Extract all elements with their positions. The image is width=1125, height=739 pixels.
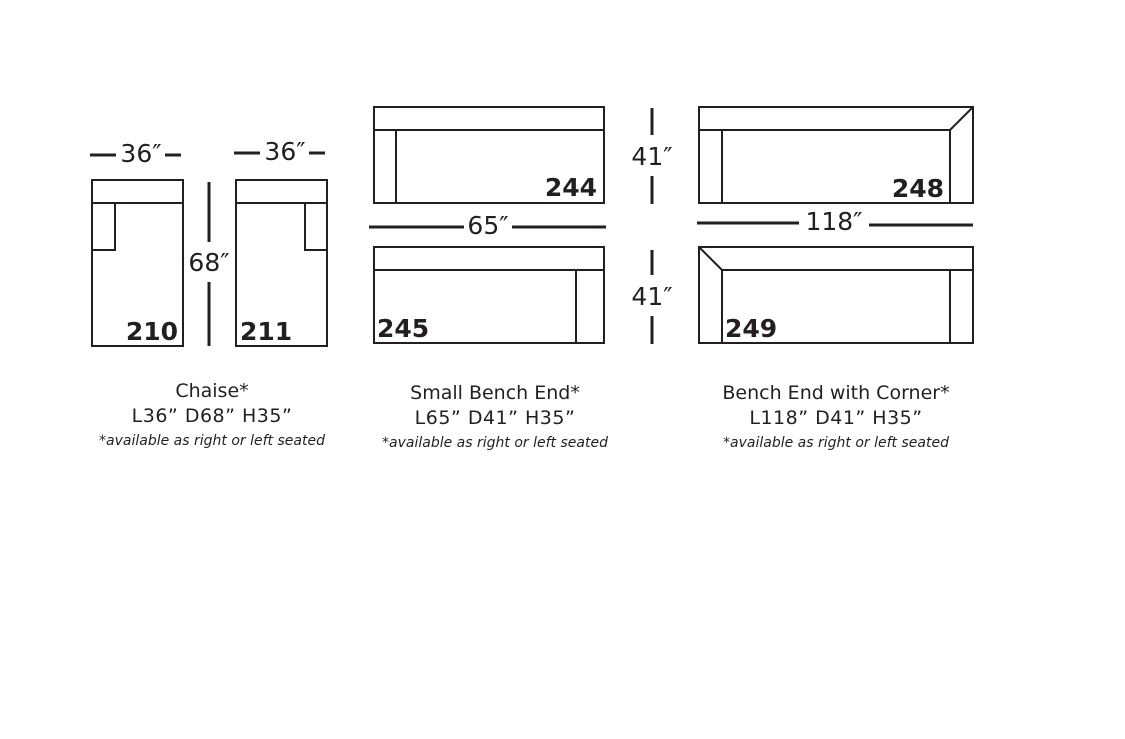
small-bench-caption: Small Bench End* L65” D41” H35” *availab… (335, 381, 655, 455)
chaise-210-piece (91, 179, 184, 347)
corner-bench-249-piece (698, 246, 974, 344)
corner-bench-dims: L118” D41” H35” (749, 407, 923, 429)
chaise-210-code: 210 (126, 317, 178, 346)
chaise-dims: L36” D68” H35” (131, 405, 293, 427)
small-bench-length-label: 65″ (467, 211, 508, 240)
small-bench-245-piece (373, 246, 605, 344)
small-bench-dims: L65” D41” H35” (414, 407, 576, 429)
small-bench-length-dimension: 65″ (369, 211, 606, 240)
chaise-211-code: 211 (240, 317, 292, 346)
corner-bench-249-code: 249 (725, 314, 777, 343)
chaise-caption: Chaise* L36” D68” H35” *available as rig… (52, 379, 372, 453)
chaise-note: *available as right or left seated (99, 433, 325, 449)
corner-bench-note: *available as right or left seated (723, 435, 949, 451)
small-bench-note: *available as right or left seated (382, 435, 608, 451)
small-bench-name: Small Bench End* (410, 382, 580, 404)
chaise-211-width-label: 36″ (264, 137, 305, 166)
corner-bench-length-label: 118″ (805, 207, 862, 236)
corner-bench-248-code: 248 (892, 174, 944, 203)
corner-bench-length-dimension: 118″ (697, 207, 973, 236)
corner-bench-name: Bench End with Corner* (722, 382, 950, 404)
small-bench-244-code: 244 (545, 173, 597, 202)
corner-bench-248-piece (698, 106, 974, 204)
chaise-depth-label: 68″ (188, 248, 229, 277)
depth-dimension-top: 41″ (631, 108, 673, 204)
chaise-210-width-label: 36″ (120, 139, 161, 168)
depth-dimension-bottom: 41″ (631, 250, 673, 344)
corner-bench-caption: Bench End with Corner* L118” D41” H35” *… (676, 381, 996, 455)
chaise-name: Chaise* (175, 380, 249, 402)
chaise-211-piece (235, 179, 328, 347)
chaise-211-width-dimension: 36″ (234, 137, 325, 166)
small-bench-245-code: 245 (377, 314, 429, 343)
chaise-210-width-dimension: 36″ (90, 139, 181, 168)
small-bench-244-piece (373, 106, 605, 204)
depth-top-label: 41″ (631, 142, 672, 171)
chaise-depth-dimension: 68″ (188, 182, 230, 346)
depth-bottom-label: 41″ (631, 282, 672, 311)
